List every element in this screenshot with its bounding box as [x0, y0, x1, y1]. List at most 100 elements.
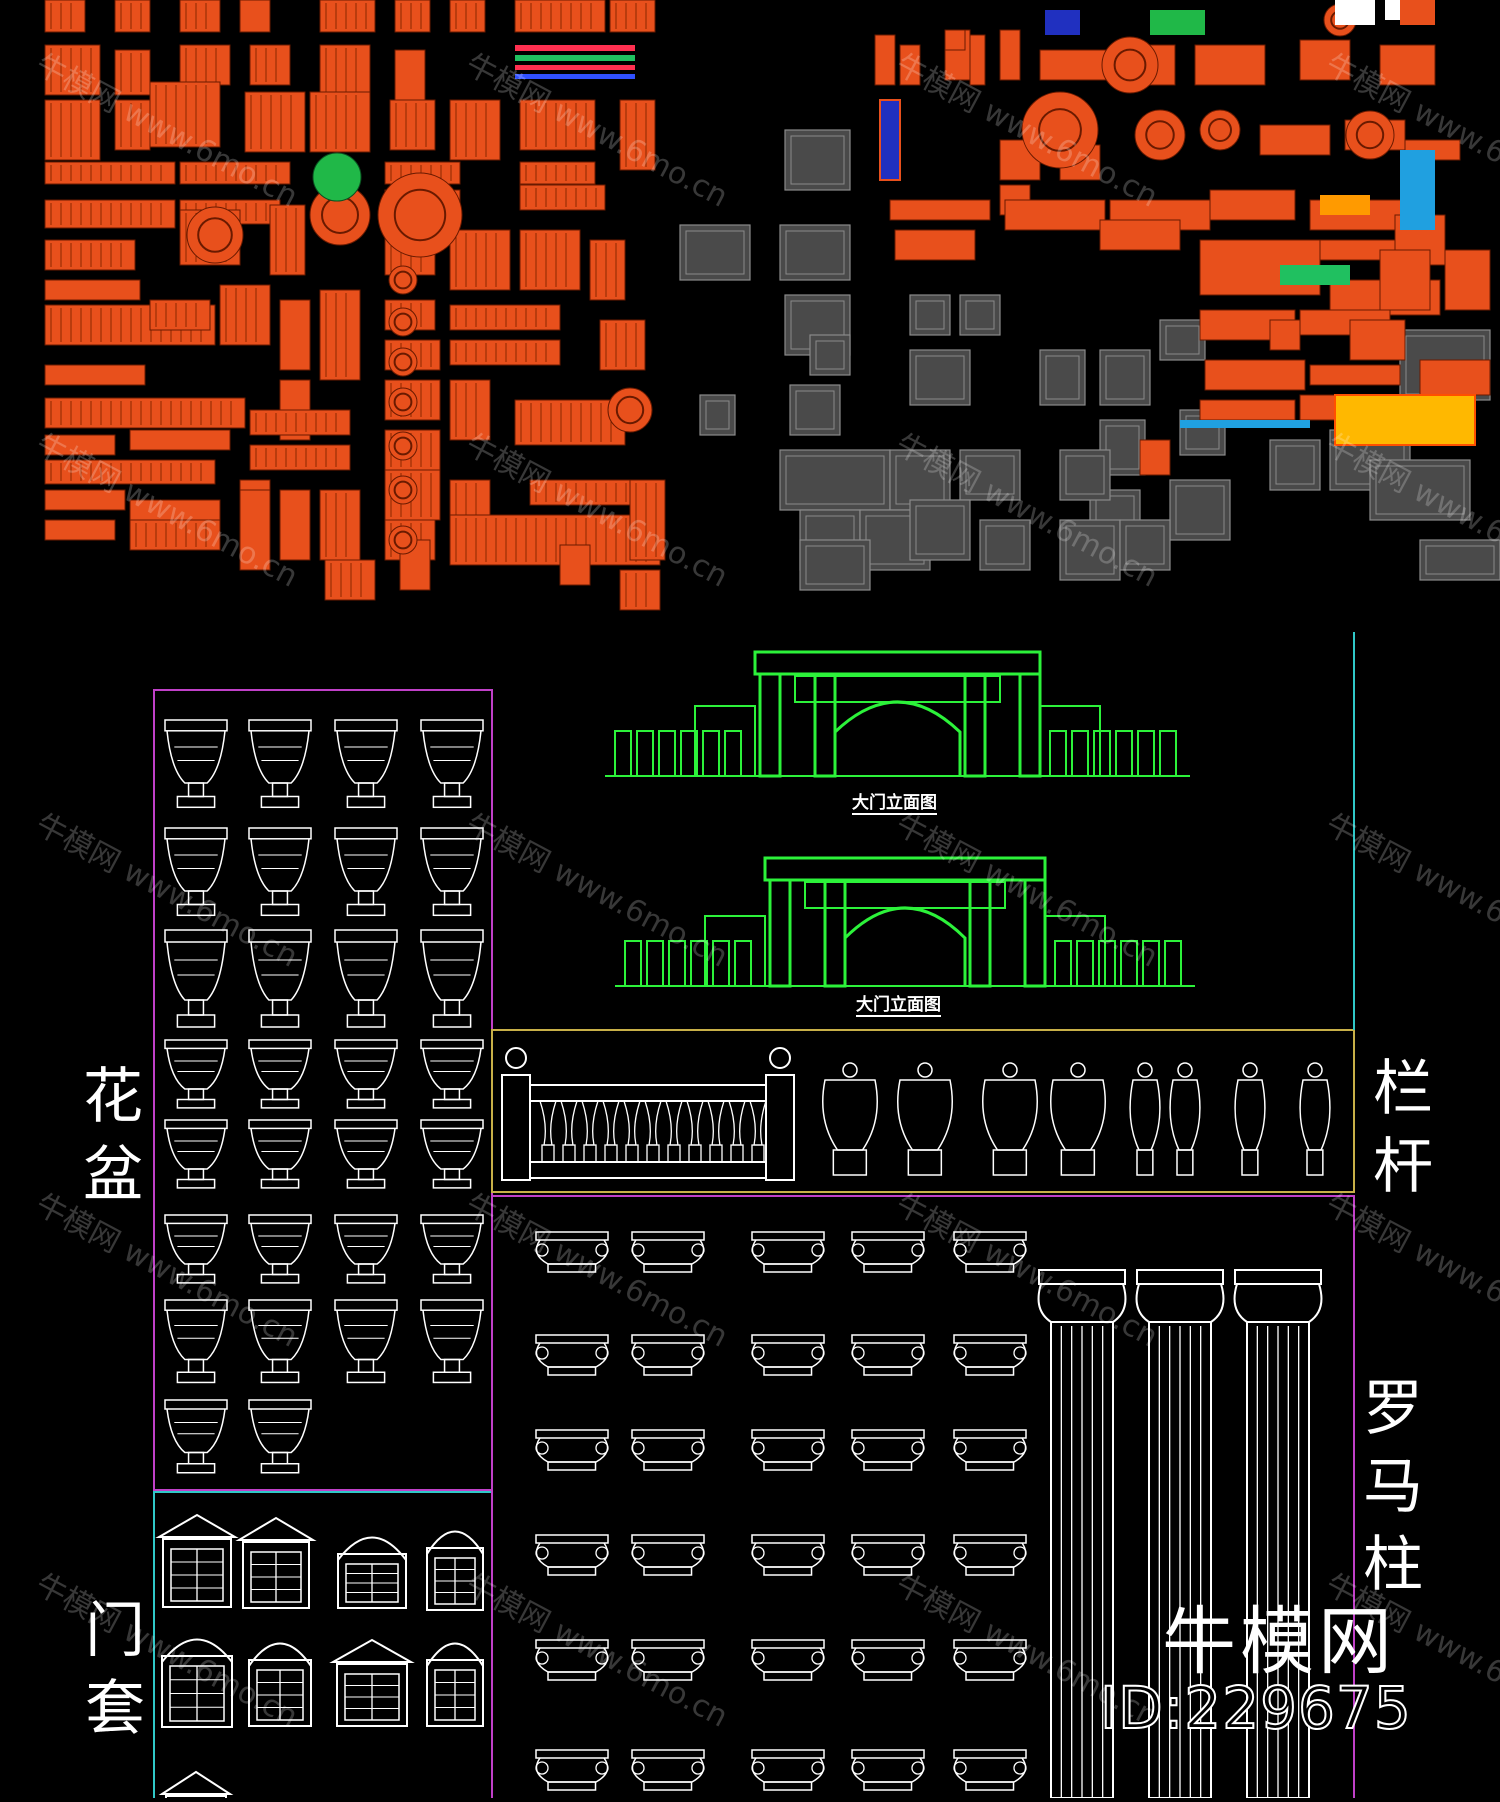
capital-necking: [763, 1263, 813, 1273]
capital-abacus: [751, 1231, 825, 1241]
balustrade-post: [765, 1074, 795, 1181]
pot-rim: [248, 1039, 312, 1050]
capital-abacus: [631, 1639, 705, 1649]
orange-ornament-block: [219, 284, 271, 346]
gate-pillar: [968, 878, 992, 988]
capital-necking: [763, 1566, 813, 1576]
baluster-foot: [541, 1144, 555, 1163]
pot-bowl: [250, 1408, 310, 1454]
door-arch: [426, 1530, 484, 1555]
pot-base: [346, 1098, 386, 1109]
green-tile: [1150, 10, 1205, 35]
roman-column-frame: [491, 1195, 1355, 1802]
pot-base: [176, 795, 216, 809]
gray-ornament-block: [779, 449, 891, 511]
pot-bowl: [422, 1310, 482, 1361]
baluster-foot: [604, 1144, 618, 1163]
orange-ornament-block: [514, 399, 626, 446]
capital-volute: [911, 1441, 925, 1455]
pink-strip: [515, 45, 635, 51]
gray-ornament-inset: [790, 135, 845, 185]
pot-stem: [187, 1451, 205, 1465]
railing-ornament-base: [832, 1149, 868, 1176]
gray-ornament-block: [1119, 519, 1171, 571]
pot-bowl: [336, 1223, 396, 1265]
capital-abacus: [851, 1534, 925, 1544]
capital-abacus: [953, 1429, 1027, 1439]
gray-ornament-inset: [785, 455, 885, 505]
orange-medallion-ring: [393, 530, 413, 550]
capital-volute: [631, 1651, 645, 1665]
gate-fence-bay: [658, 730, 676, 777]
capital-necking: [863, 1671, 913, 1681]
gate-fence-bay: [614, 730, 632, 777]
gate-fence-bay: [1054, 940, 1072, 987]
capital-volute: [953, 1441, 967, 1455]
pot-bowl: [422, 1223, 482, 1265]
gate-fence-bay: [1120, 940, 1138, 987]
pot-bowl: [166, 1128, 226, 1170]
orange-ornament-block: [1259, 124, 1331, 156]
orange-medallion-ring: [393, 392, 413, 412]
capital-abacus: [751, 1639, 825, 1649]
capital-volute: [595, 1761, 609, 1775]
capital-abacus: [851, 1231, 925, 1241]
gray-ornament-inset: [1045, 355, 1080, 400]
orange-medallion: [388, 387, 418, 417]
pot-rim: [164, 719, 228, 732]
railing-ornament: [1050, 1079, 1106, 1151]
pot-stem: [187, 1088, 205, 1101]
pot-base: [176, 1463, 216, 1474]
orange-ornament-block: [114, 0, 151, 33]
gate-fence-bay: [1071, 730, 1089, 777]
baluster-foot: [667, 1144, 681, 1163]
railing-ornament-base: [1060, 1149, 1096, 1176]
capital-volute: [851, 1346, 865, 1360]
pot-bowl: [250, 1223, 310, 1265]
pot-rim: [420, 1214, 484, 1225]
capital-volute: [953, 1243, 967, 1257]
gray-ornament-block: [959, 294, 1001, 336]
capital-volute: [911, 1346, 925, 1360]
pot-stem: [187, 782, 205, 798]
capital-volute: [631, 1243, 645, 1257]
orange-ornament-block: [44, 279, 141, 301]
capital-abacus: [751, 1534, 825, 1544]
railing-ornament-base: [1176, 1149, 1194, 1176]
door-pediment: [329, 1638, 415, 1663]
gray-ornament-block: [979, 519, 1031, 571]
white-tile: [1335, 0, 1375, 25]
orange-ornament-block: [44, 489, 126, 511]
capital-volute: [811, 1546, 825, 1560]
gate-side-wing: [694, 705, 756, 777]
pot-stem: [443, 1358, 461, 1373]
pot-rim: [334, 1039, 398, 1050]
pot-bowl: [166, 941, 226, 1001]
orange-ornament-block: [894, 229, 976, 261]
green-strip: [515, 55, 635, 61]
orange-ornament-block: [899, 44, 921, 86]
pot-rim: [334, 719, 398, 732]
orange-medallion-ring: [393, 270, 413, 290]
gray-ornament-inset: [785, 230, 845, 275]
pot-stem: [357, 1088, 375, 1101]
orange-medallion-ring: [393, 188, 447, 242]
pot-bowl: [336, 1128, 396, 1170]
capital-abacus: [631, 1334, 705, 1344]
orange-ornament-block: [969, 34, 986, 86]
baluster: [560, 1100, 578, 1146]
capital-abacus: [631, 1231, 705, 1241]
gate-fence-bay: [702, 730, 720, 777]
pot-base: [176, 1098, 216, 1109]
capital-volute: [535, 1761, 549, 1775]
capital-necking: [965, 1263, 1015, 1273]
door-surround: [242, 1541, 310, 1609]
balustrade-handrail: [529, 1084, 767, 1102]
baluster: [581, 1100, 599, 1146]
capital-volute: [1013, 1761, 1027, 1775]
orange-ornament-block: [609, 0, 656, 33]
orange-medallion-ring: [393, 312, 413, 332]
orange-ornament-block: [519, 99, 596, 151]
door-surround: [426, 1659, 484, 1727]
